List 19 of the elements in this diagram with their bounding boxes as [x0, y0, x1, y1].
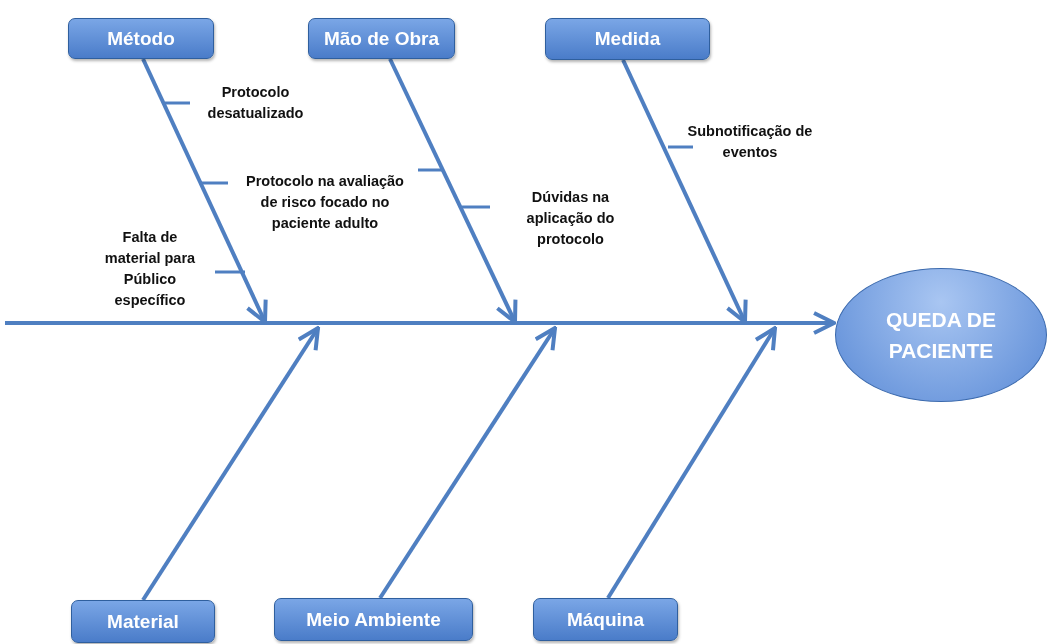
cause-label: Falta de material para Público específico: [103, 228, 197, 310]
category-box: Meio Ambiente: [274, 598, 473, 641]
cause-arrow: [141, 326, 320, 602]
cause-label: Protocolo na avaliação de risco focado no paciente adulto: [245, 172, 405, 233]
cause-label: Subnotificação de eventos: [686, 122, 814, 162]
cause-arrow: [606, 326, 777, 600]
cause-arrow: [378, 326, 557, 600]
cause-label: Protocolo desatualizado: [206, 83, 305, 123]
effect-ellipse: QUEDA DE PACIENTE: [835, 268, 1047, 402]
cause-arrow: [141, 58, 268, 324]
cause-arrow: [388, 58, 518, 324]
category-box: Máquina: [533, 598, 678, 641]
cause-arrow: [621, 59, 748, 324]
spine-arrow: [5, 310, 837, 335]
category-box: Medida: [545, 18, 710, 60]
cause-label: Dúvidas na aplicação do protocolo: [525, 188, 616, 249]
category-box: Material: [71, 600, 215, 643]
category-box: Método: [68, 18, 214, 59]
category-box: Mão de Obra: [308, 18, 455, 59]
